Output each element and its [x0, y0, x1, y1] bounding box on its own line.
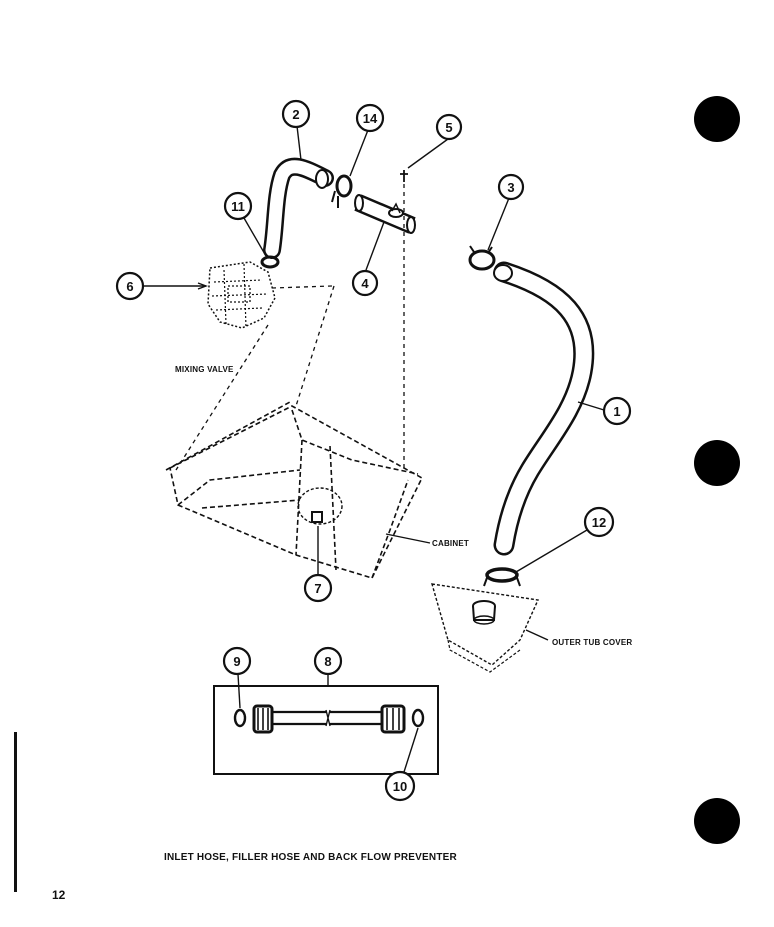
- svg-text:10: 10: [393, 779, 407, 794]
- binder-hole-middle: [694, 440, 740, 486]
- svg-text:5: 5: [445, 120, 452, 135]
- callout-11: 11: [223, 191, 253, 221]
- cabinet-part: [165, 401, 424, 579]
- callout-4: 4: [351, 269, 379, 297]
- cabinet-opening: [297, 487, 343, 525]
- callout-14: 14: [355, 103, 385, 133]
- svg-text:8: 8: [324, 654, 331, 669]
- screw-part: [400, 170, 408, 182]
- svg-text:9: 9: [233, 654, 240, 669]
- callout-9: 9: [222, 646, 252, 676]
- binder-hole-top: [694, 96, 740, 142]
- assembly-lines: [175, 184, 405, 471]
- binder-hole-bottom: [694, 798, 740, 844]
- inlet-hose-part: [493, 261, 595, 556]
- svg-text:4: 4: [361, 276, 369, 291]
- leader-lines: [143, 125, 605, 773]
- callout-8: 8: [313, 646, 343, 676]
- back-flow-preventer-part: [354, 194, 416, 234]
- outer-tub-cover-part: [431, 583, 540, 673]
- inlet-hose-assembly-box: [213, 685, 439, 775]
- page-number: 12: [52, 888, 66, 902]
- svg-text:6: 6: [126, 279, 133, 294]
- svg-text:7: 7: [314, 581, 321, 596]
- outer-tub-cover-label: OUTER TUB COVER: [552, 638, 632, 647]
- callout-12: 12: [583, 506, 615, 538]
- mixing-valve-label: MIXING VALVE: [175, 365, 234, 374]
- hose-clamp-top-part: [468, 245, 496, 271]
- diagram-caption: INLET HOSE, FILLER HOSE AND BACK FLOW PR…: [164, 852, 457, 863]
- callout-10: 10: [384, 770, 416, 802]
- callout-7: 7: [303, 573, 333, 603]
- callout-6: 6: [115, 271, 145, 301]
- hose-clamp-part: [260, 255, 280, 269]
- filler-hose-part: [263, 157, 334, 259]
- cabinet-label: CABINET: [432, 539, 469, 548]
- svg-text:2: 2: [292, 107, 299, 122]
- svg-text:11: 11: [231, 199, 245, 214]
- svg-text:3: 3: [507, 180, 514, 195]
- svg-text:12: 12: [592, 515, 606, 530]
- hose-clamp-bottom-part: [483, 567, 521, 587]
- clamp-part: [331, 174, 353, 208]
- callout-5: 5: [435, 113, 463, 141]
- callout-3: 3: [497, 173, 525, 201]
- mixing-valve-part: [207, 261, 276, 329]
- inlet-hose-assembly-part: [233, 704, 425, 734]
- svg-text:14: 14: [363, 111, 378, 126]
- scan-edge-mark: [14, 732, 17, 892]
- callout-1: 1: [602, 396, 632, 426]
- svg-text:1: 1: [613, 404, 620, 419]
- callout-2: 2: [281, 99, 311, 129]
